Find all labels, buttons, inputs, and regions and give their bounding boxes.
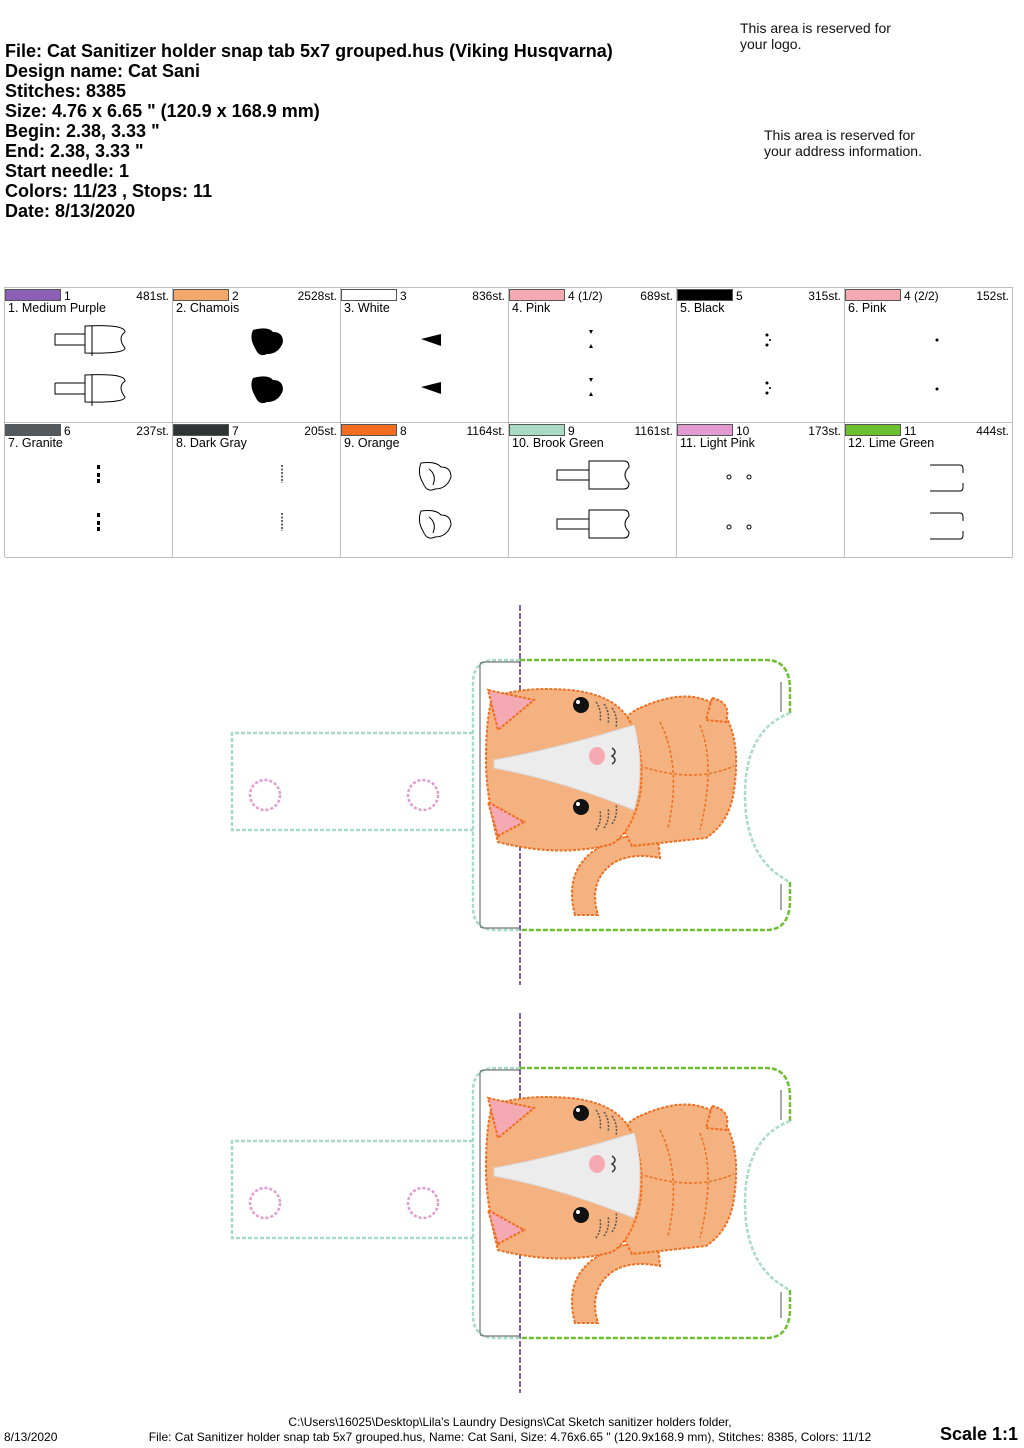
color-stop-7: 6 237st. 7. Granite <box>5 423 173 558</box>
color-stop-stitches: 173st. <box>808 424 841 438</box>
footer-path-line: C:\Users\16025\Desktop\Lila's Laundry De… <box>288 1415 732 1429</box>
color-stop-stitches: 237st. <box>136 424 169 438</box>
color-stop-stitches: 152st. <box>976 289 1009 303</box>
color-stop-stitches: 315st. <box>808 289 841 303</box>
color-swatch <box>677 424 733 436</box>
logo-reserved-note: This area is reserved for your logo. <box>740 20 940 52</box>
end-line: End: 2.38, 3.33 " <box>5 141 144 161</box>
color-stop-stitches: 836st. <box>472 289 505 303</box>
color-stop-11: 10 173st. 11. Light Pink <box>677 423 845 558</box>
color-stop-3: 3 836st. 3. White <box>341 288 509 423</box>
color-stop-name: 9. Orange <box>344 436 400 450</box>
color-stop-thumbnail <box>281 465 283 531</box>
color-stop-thumbnail <box>765 333 771 395</box>
color-swatch <box>341 424 397 436</box>
date-line: Date: 8/13/2020 <box>5 201 136 221</box>
color-stop-name: 2. Chamois <box>176 301 240 315</box>
color-stop-number: 2 <box>232 289 239 303</box>
color-stop-name: 7. Granite <box>8 436 63 450</box>
footer-file-line: File: Cat Sanitizer holder snap tab 5x7 … <box>148 1430 872 1444</box>
address-reserved-note: This area is reserved for your address i… <box>764 127 984 159</box>
color-stop-stitches: 444st. <box>976 424 1009 438</box>
color-stop-name: 5. Black <box>680 301 725 315</box>
color-stop-stitches: 205st. <box>304 424 337 438</box>
color-swatch <box>341 289 397 301</box>
color-stop-number: 4 (1/2) <box>568 289 603 303</box>
color-stop-9: 8 1164st. 9. Orange <box>341 423 509 558</box>
color-swatch <box>845 289 901 301</box>
color-swatch <box>5 289 61 301</box>
color-stop-name: 11. Light Pink <box>680 436 755 450</box>
color-swatch <box>845 424 901 436</box>
color-stop-thumbnail <box>589 330 593 396</box>
color-stop-name: 12. Lime Green <box>848 436 935 450</box>
color-stop-6: 4 (2/2) 152st. 6. Pink <box>845 288 1013 423</box>
color-stop-stitches: 1164st. <box>466 424 505 438</box>
color-stop-number: 9 <box>568 424 575 438</box>
color-stop-stitches: 1161st. <box>634 424 673 438</box>
color-stop-1: 1 481st. 1. Medium Purple <box>5 288 173 423</box>
scale-label: Scale 1:1 <box>939 1424 1018 1444</box>
color-stop-stitches: 2528st. <box>297 289 337 303</box>
size-line: Size: 4.76 x 6.65 " (120.9 x 168.9 mm) <box>5 101 320 121</box>
footer-file-info: C:\Users\16025\Desktop\Lila's Laundry De… <box>110 1415 910 1445</box>
stitches-line: Stitches: 8385 <box>5 81 127 101</box>
color-stop-thumbnail <box>935 338 939 391</box>
color-stop-number: 3 <box>400 289 407 303</box>
color-stop-number: 10 <box>736 424 750 438</box>
color-stop-2: 2 2528st. 2. Chamois <box>173 288 341 423</box>
color-stop-thumbnail <box>930 464 964 540</box>
color-stop-name: 3. White <box>344 301 390 315</box>
color-stop-thumbnail <box>97 465 100 531</box>
color-swatch <box>173 424 229 436</box>
color-stop-number: 1 <box>64 289 71 303</box>
logo-note-line-1: This area is reserved for <box>740 20 891 36</box>
file-line: File: Cat Sanitizer holder snap tab 5x7 … <box>5 41 613 61</box>
color-stop-name: 8. Dark Gray <box>176 436 247 450</box>
color-swatch <box>173 289 229 301</box>
start-needle-line: Start needle: 1 <box>5 161 130 181</box>
color-stop-number: 6 <box>64 424 71 438</box>
design-name-line: Design name: Cat Sani <box>5 61 201 81</box>
design-info: File: Cat Sanitizer holder snap tab 5x7 … <box>5 41 705 221</box>
color-swatch <box>677 289 733 301</box>
color-stop-name: 4. Pink <box>512 301 551 315</box>
color-stop-stitches: 481st. <box>136 289 169 303</box>
address-note-line-2: your address information. <box>764 143 922 159</box>
color-stop-thumbnail <box>418 462 452 539</box>
color-stop-thumbnail <box>54 325 126 406</box>
color-stop-5: 5 315st. 5. Black <box>677 288 845 423</box>
design-preview <box>230 603 792 1395</box>
color-swatch <box>509 289 565 301</box>
holder-design-top <box>230 603 792 987</box>
color-stop-number: 5 <box>736 289 743 303</box>
color-stop-8: 7 205st. 8. Dark Gray <box>173 423 341 558</box>
color-stop-4: 4 (1/2) 689st. 4. Pink <box>509 288 677 423</box>
color-stop-number: 8 <box>400 424 407 438</box>
color-stop-number: 11 <box>904 424 917 438</box>
color-stop-thumbnail <box>556 460 630 539</box>
color-stop-10: 9 1161st. 10. Brook Green <box>509 423 677 558</box>
color-stop-thumbnail <box>421 334 441 394</box>
logo-note-line-2: your logo. <box>740 36 802 52</box>
color-stop-thumbnail <box>251 328 283 404</box>
address-note-line-1: This area is reserved for <box>764 127 915 143</box>
begin-line: Begin: 2.38, 3.33 " <box>5 121 160 141</box>
color-swatch <box>509 424 565 436</box>
color-stop-thumbnail <box>726 474 752 530</box>
color-stop-number: 4 (2/2) <box>904 289 939 303</box>
color-stop-grid: 1 481st. 1. Medium Purple 2 2528st. 2. Chamoi… <box>4 287 1013 558</box>
holder-design-bottom <box>230 1011 792 1395</box>
color-stop-12: 11 444st. 12. Lime Green <box>845 423 1013 558</box>
color-stop-stitches: 689st. <box>640 289 673 303</box>
color-stop-name: 10. Brook Green <box>512 436 604 450</box>
colors-line: Colors: 11/23 , Stops: 11 <box>5 181 213 201</box>
color-stop-name: 6. Pink <box>848 301 887 315</box>
color-stop-number: 7 <box>232 424 239 438</box>
color-stop-name: 1. Medium Purple <box>8 301 106 315</box>
footer-date: 8/13/2020 <box>4 1430 58 1444</box>
color-swatch <box>5 424 61 436</box>
